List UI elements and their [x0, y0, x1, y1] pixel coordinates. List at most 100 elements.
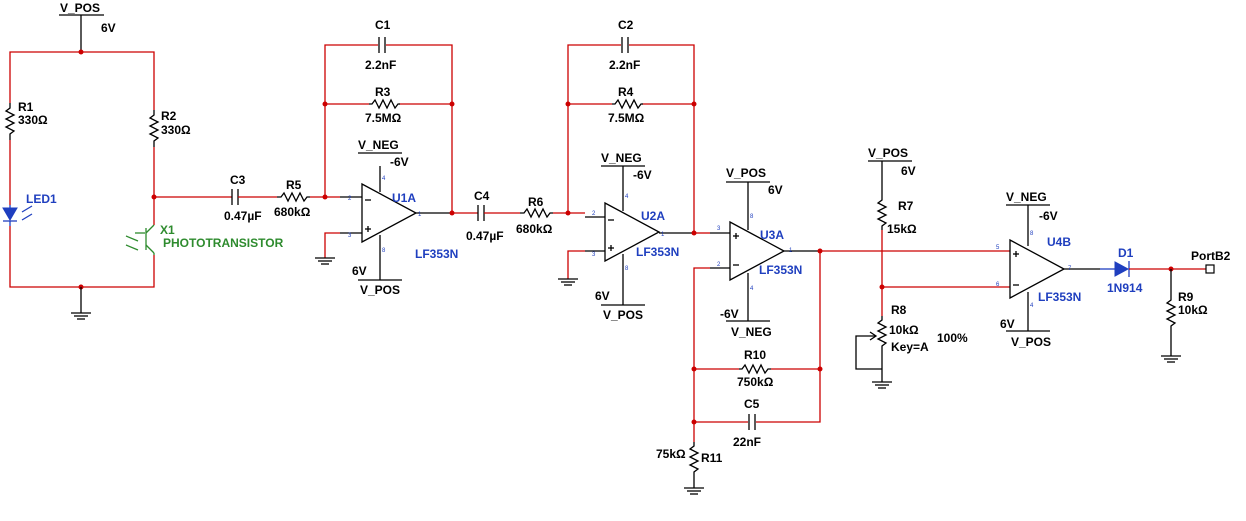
opamp-triangle-icon — [604, 201, 661, 263]
u1-vpos-voltage: 6V — [352, 264, 367, 278]
resistor-r3: R3 7.5MΩ — [365, 85, 402, 125]
pin-label: 7 — [1068, 266, 1072, 272]
u4-vneg-voltage: -6V — [1039, 209, 1058, 223]
r8-value: 10kΩ — [889, 323, 919, 337]
r3-ref: R3 — [375, 85, 391, 99]
pin-label: 4 — [625, 194, 629, 200]
opamp-u1a: 2 3 1 4 8 U1A LF353N — [340, 166, 458, 280]
pin-label: 3 — [348, 233, 352, 239]
d1-value: 1N914 — [1107, 281, 1143, 295]
ground-icon — [684, 487, 704, 495]
led1-ref: LED1 — [26, 192, 57, 206]
port-label: PortB2 — [1191, 249, 1231, 263]
resistor-r7: R7 15kΩ — [876, 196, 917, 236]
pin-label: 8 — [625, 266, 629, 272]
u1-vpos-label: V_POS — [360, 283, 400, 297]
c3-value: 0.47µF — [224, 209, 262, 223]
r6-ref: R6 — [528, 195, 544, 209]
c1-value: 2.2nF — [365, 58, 396, 72]
capacitor-c3: C3 0.47µF — [224, 173, 262, 223]
opamp-u4b: 5 6 7 8 4 U4B LF353N — [996, 205, 1100, 331]
c5-value: 22nF — [733, 435, 761, 449]
c2-ref: C2 — [618, 18, 634, 32]
potentiometer-r8[interactable]: R8 10kΩ Key=A 100% — [855, 303, 968, 370]
junction-dot — [322, 101, 328, 107]
opamp-triangle-icon — [1009, 238, 1066, 300]
d1-ref: D1 — [1118, 246, 1134, 260]
c3-ref: C3 — [230, 173, 246, 187]
u2a-value: LF353N — [636, 245, 679, 259]
wire — [693, 267, 710, 442]
junction-dot — [449, 101, 455, 107]
u4b-value: LF353N — [1038, 290, 1081, 304]
u4-vneg-label: V_NEG — [1006, 190, 1047, 204]
pin-label: 8 — [382, 248, 386, 254]
capacitor-c1: C1 2.2nF — [365, 18, 396, 72]
wire — [324, 232, 340, 258]
junction-dot — [691, 101, 697, 107]
r4-ref: R4 — [618, 85, 634, 99]
u1-vneg-label: V_NEG — [358, 138, 399, 152]
r9-ref: R9 — [1178, 290, 1194, 304]
pin-label: 1 — [418, 212, 422, 218]
u1-vneg-voltage: -6V — [390, 155, 409, 169]
diode-icon — [1114, 261, 1130, 277]
u2-vneg-label: V_NEG — [601, 151, 642, 165]
capacitor-c5: C5 22nF — [733, 397, 761, 449]
resistor-r10: R10 750kΩ — [737, 348, 774, 389]
u3-vpos-voltage: 6V — [768, 183, 783, 197]
u2-vpos-voltage: 6V — [595, 289, 610, 303]
pin-label: 2 — [348, 196, 352, 202]
pin-label: 4 — [750, 286, 754, 292]
ground-icon — [558, 278, 578, 286]
r8-key: Key=A — [891, 340, 929, 354]
u4-vpos-label: V_POS — [1011, 335, 1051, 349]
capacitor-c4: C4 0.47µF — [466, 189, 504, 243]
junction-dot — [817, 366, 823, 372]
resistor-r11: 75kΩ R11 — [656, 442, 723, 488]
ground-icon — [872, 369, 892, 389]
diode-d1: D1 1N914 — [1100, 246, 1143, 295]
resistor-r9: R9 10kΩ — [1165, 290, 1208, 356]
vpos-supply-top: V_POS 6V — [59, 1, 116, 52]
u3a-ref: U3A — [760, 228, 784, 242]
pin-label: 5 — [996, 245, 1000, 251]
x1-ref: X1 — [160, 223, 175, 237]
port-b2-connector[interactable]: PortB2 — [1191, 249, 1231, 274]
led1-symbol: LED1 — [2, 192, 57, 226]
u2-vpos-label: V_POS — [603, 308, 643, 322]
u2-vneg-voltage: -6V — [633, 168, 652, 182]
x1-value: PHOTOTRANSISTOR — [163, 236, 284, 250]
resistor-r6: R6 680kΩ — [516, 195, 553, 236]
pin-label: 8 — [750, 214, 754, 220]
resistor-r4: R4 7.5MΩ — [608, 85, 645, 125]
r9-value: 10kΩ — [1178, 303, 1208, 317]
r7-value: 15kΩ — [887, 222, 917, 236]
pin-label: 8 — [1030, 231, 1034, 237]
ground-icon — [315, 257, 335, 265]
resistor-r2: R2 330Ω — [148, 109, 191, 147]
u2a-ref: U2A — [641, 209, 665, 223]
pin-label: 4 — [382, 176, 386, 182]
opamp-triangle-icon — [361, 182, 418, 244]
vpos-label: V_POS — [60, 1, 100, 15]
junction-dot — [879, 284, 885, 290]
junction-dot — [565, 210, 571, 216]
r3-value: 7.5MΩ — [365, 111, 402, 125]
capacitor-c2: C2 2.2nF — [609, 18, 640, 72]
c5-ref: C5 — [744, 397, 760, 411]
r5-value: 680kΩ — [274, 205, 311, 219]
c1-ref: C1 — [375, 18, 391, 32]
r6-value: 680kΩ — [516, 222, 553, 236]
opamp-u3a: 3 2 1 8 4 U3A LF353N — [710, 182, 820, 321]
u4b-ref: U4B — [1047, 235, 1071, 249]
r7-vpos-voltage: 6V — [901, 164, 916, 178]
r1-value: 330Ω — [18, 113, 48, 127]
r10-ref: R10 — [744, 348, 766, 362]
ground-wire-left — [9, 226, 155, 288]
u1a-ref: U1A — [392, 191, 416, 205]
pin-label: 2 — [717, 262, 721, 268]
u3a-value: LF353N — [759, 263, 802, 277]
pin-label: 2 — [592, 211, 596, 217]
